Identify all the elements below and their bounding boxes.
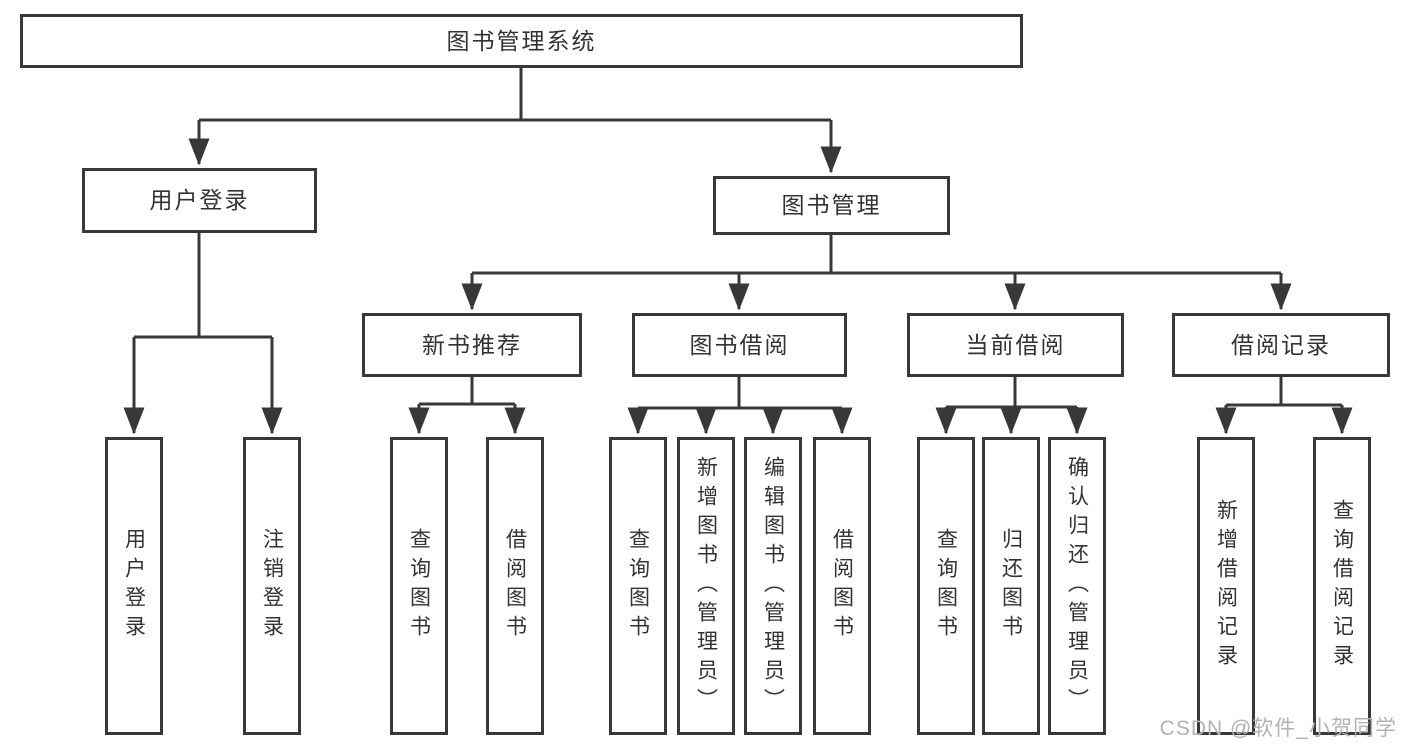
leaf-cb-confirm-return-admin: 确认归还（管理员） (1048, 437, 1106, 735)
leaf-cb-return-books-label: 归还图书 (999, 528, 1023, 644)
node-book-borrow: 图书借阅 (632, 313, 847, 377)
leaf-logout: 注销登录 (243, 437, 301, 735)
node-book-management: 图书管理 (713, 176, 950, 235)
leaf-cb-return-books: 归还图书 (982, 437, 1040, 735)
leaf-bb-query-books: 查询图书 (609, 437, 667, 735)
leaf-br-query-record-label: 查询借阅记录 (1330, 499, 1354, 673)
leaf-bb-query-books-label: 查询图书 (626, 528, 650, 644)
leaf-bb-edit-books-admin-label: 编辑图书（管理员） (761, 455, 785, 717)
leaf-nb-query-books-label: 查询图书 (407, 528, 431, 644)
leaf-br-add-record-label: 新增借阅记录 (1214, 499, 1238, 673)
leaf-bb-edit-books-admin: 编辑图书（管理员） (744, 437, 802, 735)
leaf-user-login-label: 用户登录 (122, 528, 146, 644)
leaf-bb-add-books-admin-label: 新增图书（管理员） (694, 455, 718, 717)
leaf-logout-label: 注销登录 (260, 528, 284, 644)
node-current-borrow-label: 当前借阅 (965, 331, 1066, 358)
leaf-bb-borrow-books-label: 借阅图书 (830, 528, 854, 644)
csdn-watermark: CSDN @软件_小贺同学 (1159, 717, 1397, 740)
node-current-borrow: 当前借阅 (907, 313, 1124, 377)
node-user-login: 用户登录 (82, 168, 317, 233)
leaf-cb-query-books: 查询图书 (917, 437, 975, 735)
leaf-nb-borrow-books-label: 借阅图书 (503, 528, 527, 644)
node-borrow-records-label: 借阅记录 (1231, 331, 1331, 358)
node-root: 图书管理系统 (20, 14, 1023, 68)
leaf-user-login: 用户登录 (105, 437, 163, 735)
leaf-cb-query-books-label: 查询图书 (934, 528, 958, 644)
node-borrow-records: 借阅记录 (1172, 313, 1390, 377)
node-new-book-recommend: 新书推荐 (362, 313, 582, 377)
leaf-nb-query-books: 查询图书 (390, 437, 448, 735)
node-book-borrow-label: 图书借阅 (689, 331, 790, 358)
leaf-nb-borrow-books: 借阅图书 (486, 437, 544, 735)
node-user-login-label: 用户登录 (149, 187, 250, 213)
node-new-book-recommend-label: 新书推荐 (422, 331, 522, 358)
leaf-cb-confirm-return-admin-label: 确认归还（管理员） (1065, 455, 1089, 717)
node-book-management-label: 图书管理 (781, 192, 882, 218)
leaf-br-query-record: 查询借阅记录 (1313, 437, 1371, 735)
node-root-label: 图书管理系统 (446, 27, 597, 54)
leaf-br-add-record: 新增借阅记录 (1197, 437, 1255, 735)
leaf-bb-add-books-admin: 新增图书（管理员） (677, 437, 735, 735)
leaf-bb-borrow-books: 借阅图书 (813, 437, 871, 735)
